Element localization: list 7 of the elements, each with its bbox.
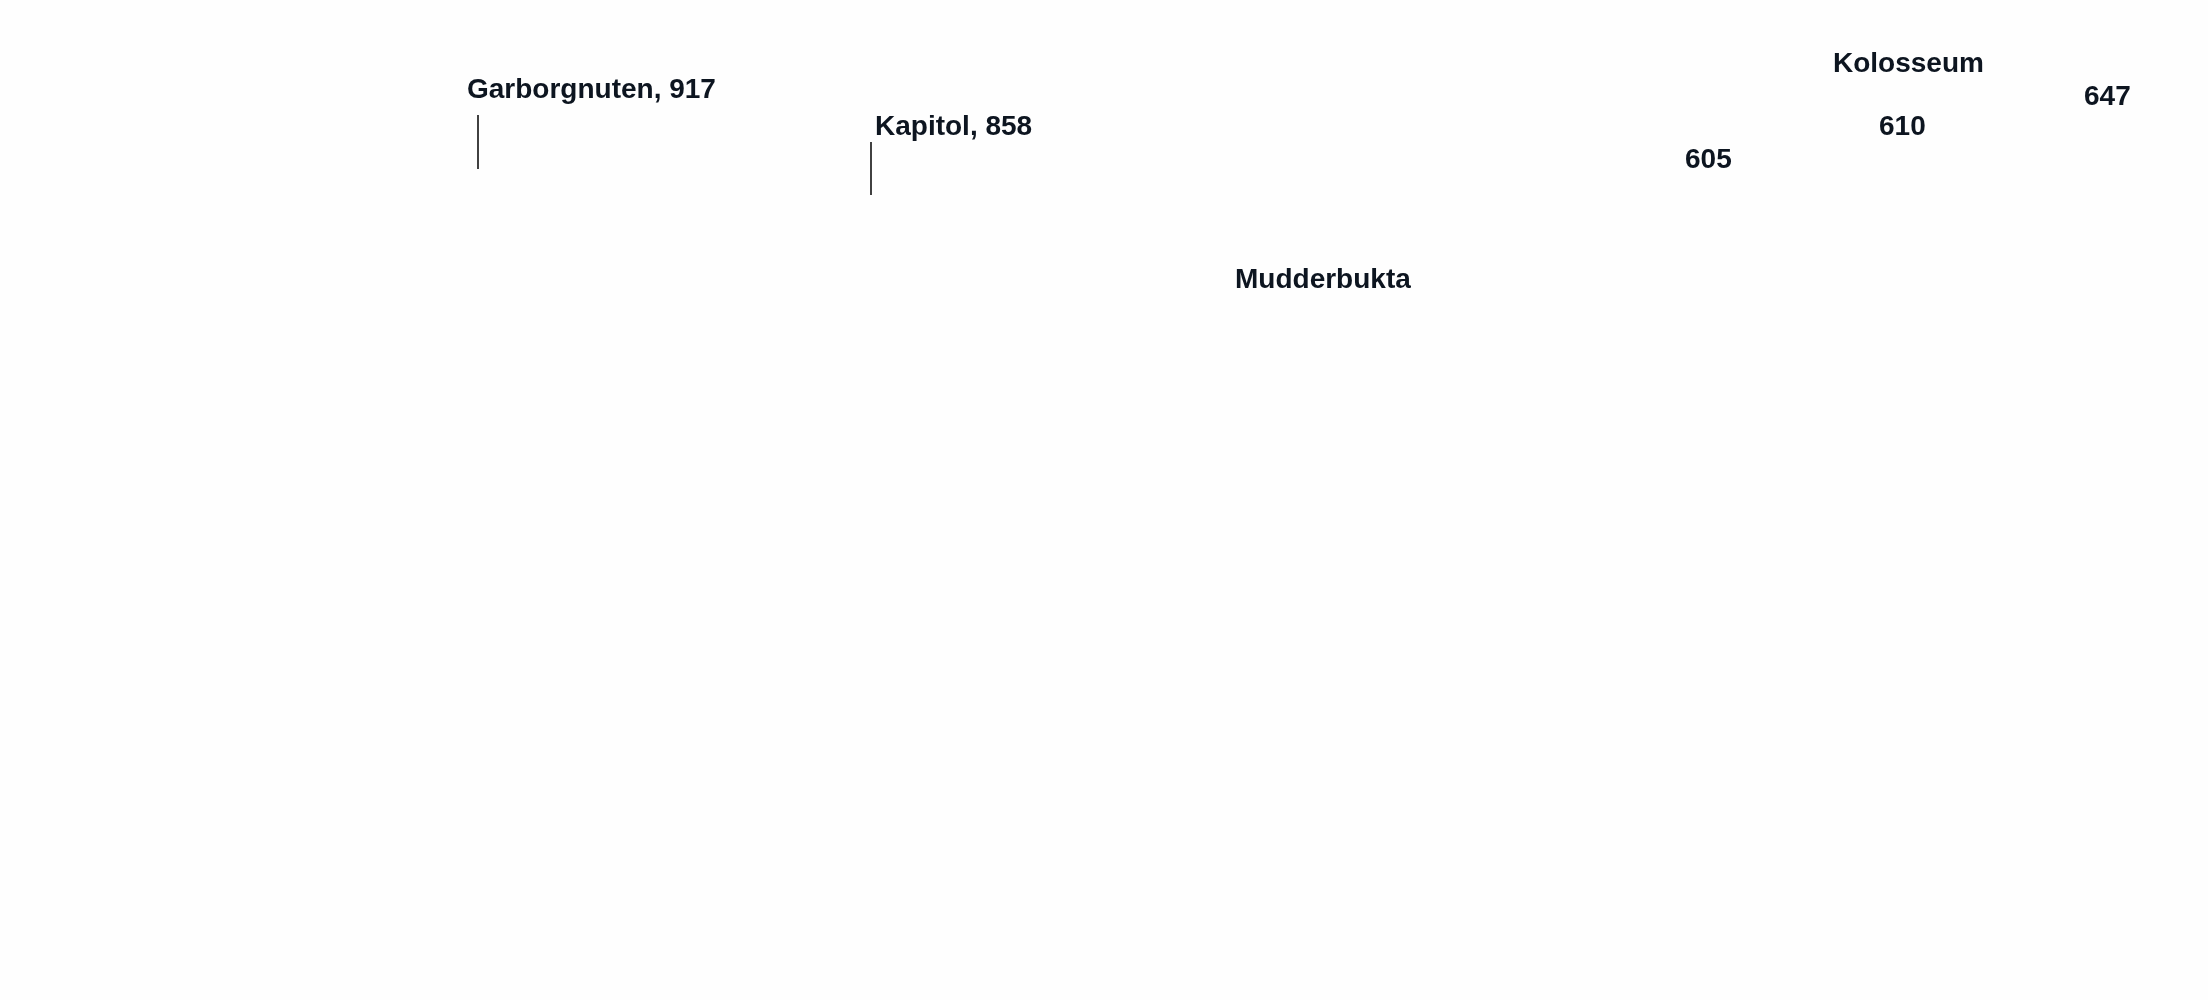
place-label: Kolosseum bbox=[1833, 49, 1984, 77]
place-label: 647 bbox=[2084, 82, 2131, 110]
place-label: 605 bbox=[1685, 145, 1732, 173]
place-label: Mudderbukta bbox=[1235, 265, 1411, 293]
place-label: 610 bbox=[1879, 112, 1926, 140]
place-label: Kapitol, 858 bbox=[875, 112, 1033, 140]
place-label: Garborgnuten, 917 bbox=[467, 75, 716, 103]
